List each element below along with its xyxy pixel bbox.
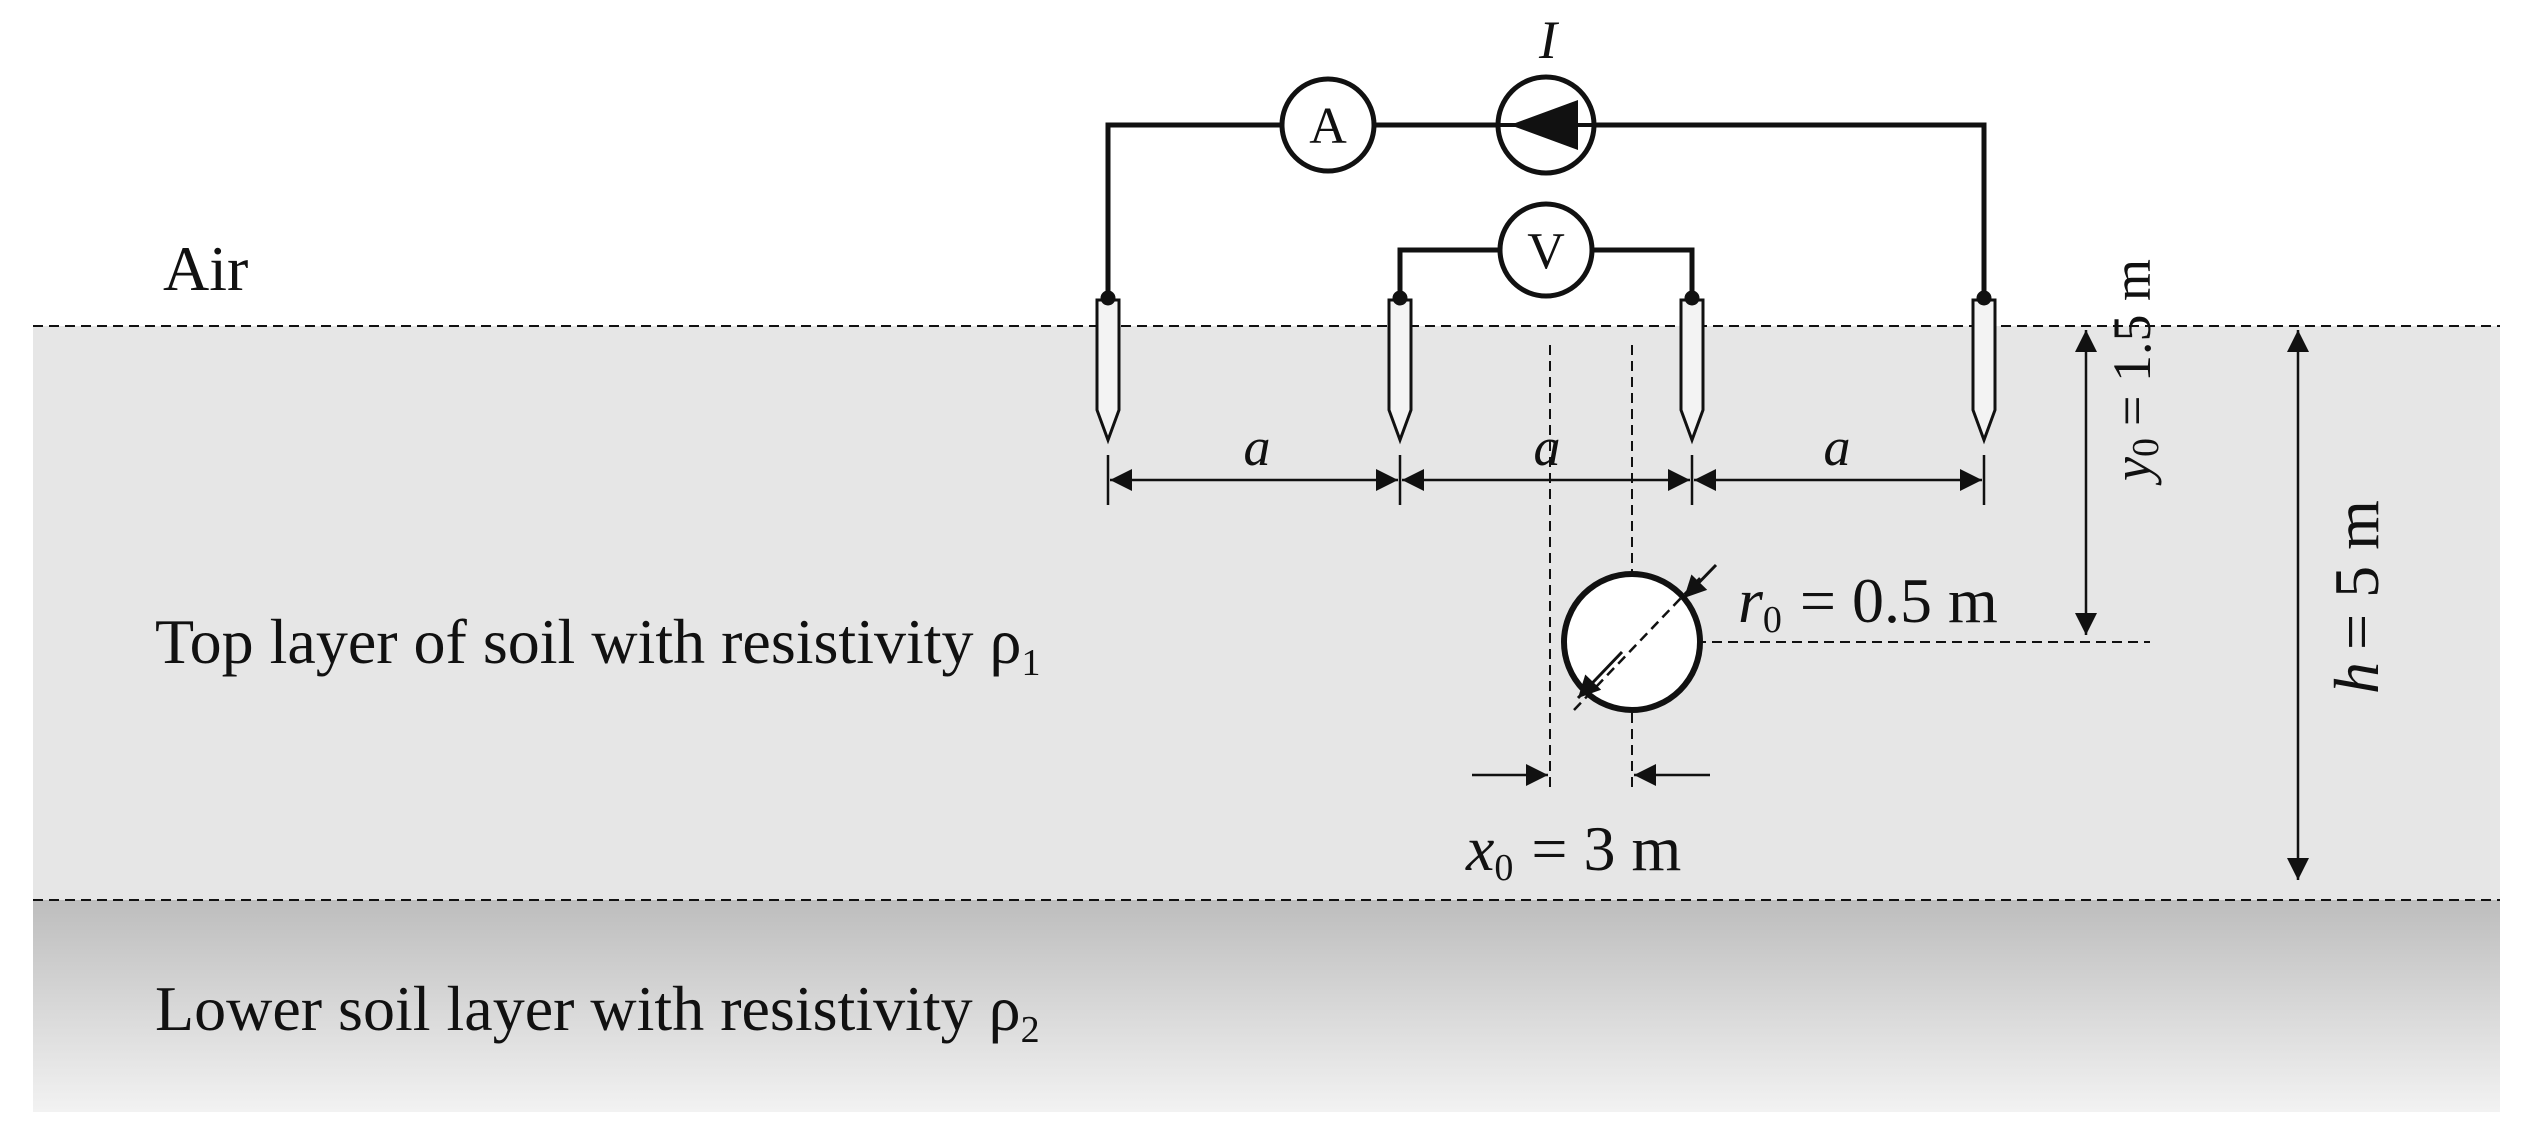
- ammeter-label: A: [1309, 98, 1347, 155]
- top-layer-label: Top layer of soil with resistivity ρ1: [155, 606, 1040, 684]
- spacing-a-2: a: [1534, 417, 1561, 477]
- current-label: I: [1538, 10, 1560, 70]
- spacing-a-3: a: [1824, 417, 1851, 477]
- electrodes: [1095, 290, 1997, 445]
- voltmeter-label: V: [1527, 223, 1565, 280]
- r0-label: r0= 0.5 m: [1738, 565, 1998, 641]
- spacing-dimensions: [1106, 455, 1986, 505]
- electrode-1: [1095, 290, 1121, 445]
- buried-conductor: [1561, 563, 1718, 713]
- lower-layer-label: Lower soil layer with resistivity ρ2: [155, 973, 1040, 1051]
- air-label: Air: [163, 233, 248, 304]
- spacing-a-1: a: [1244, 417, 1271, 477]
- electrode-4: [1971, 290, 1997, 445]
- x0-label: x0= 3 m: [1465, 813, 1681, 889]
- h-label: h= 5 m: [2321, 500, 2392, 694]
- lower-soil-layer: [33, 900, 2500, 1112]
- guide-lines: [1549, 345, 2150, 790]
- electrode-2: [1387, 290, 1413, 445]
- ammeter: A: [1279, 76, 1377, 174]
- voltmeter: V: [1497, 201, 1595, 299]
- electrode-3: [1679, 290, 1705, 445]
- y0-label: y0= 1.5 m: [2102, 259, 2167, 486]
- current-source: [1495, 74, 1597, 176]
- voltage-circuit: [1397, 247, 1695, 300]
- current-circuit: [1105, 122, 1987, 300]
